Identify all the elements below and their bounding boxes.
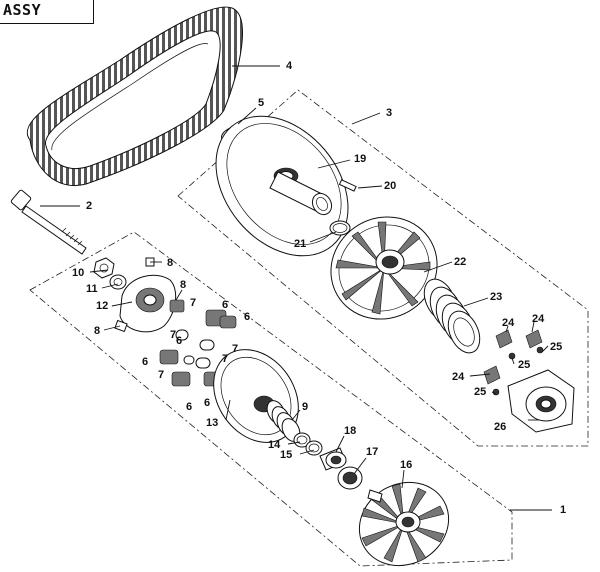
callout-6: 6 bbox=[176, 335, 182, 347]
leader-lines bbox=[40, 65, 552, 511]
callout-25: 25 bbox=[518, 359, 530, 371]
callout-18: 18 bbox=[344, 425, 356, 437]
ring-15 bbox=[305, 440, 323, 456]
bearing bbox=[337, 466, 363, 490]
callout-6: 6 bbox=[244, 311, 250, 323]
callout-7: 7 bbox=[170, 329, 176, 341]
callout-24: 24 bbox=[452, 371, 465, 383]
callout-9: 9 bbox=[302, 401, 308, 413]
bolt bbox=[10, 189, 87, 255]
callout-23: 23 bbox=[490, 291, 502, 303]
drive-fixed-sheave bbox=[358, 481, 450, 567]
title-box: ASSY bbox=[0, 0, 94, 24]
callout-19: 19 bbox=[354, 153, 366, 165]
callout-25: 25 bbox=[474, 386, 486, 398]
callout-13: 13 bbox=[206, 417, 218, 429]
rollers-and-weights bbox=[114, 257, 237, 387]
callout-21: 21 bbox=[294, 238, 306, 250]
callout-15: 15 bbox=[280, 449, 292, 461]
callout-3: 3 bbox=[386, 107, 392, 119]
callout-8: 8 bbox=[180, 279, 186, 291]
callout-22: 22 bbox=[454, 256, 466, 268]
primary-assembly-frame bbox=[29, 231, 513, 567]
callout-8: 8 bbox=[167, 257, 173, 269]
callout-labels: 1 2 3 4 5 6 6 6 6 6 6 7 7 7 7 7 8 8 8 9 … bbox=[72, 60, 566, 516]
callout-25: 25 bbox=[550, 341, 562, 353]
callout-26: 26 bbox=[494, 421, 506, 433]
callout-7: 7 bbox=[158, 369, 164, 381]
nut bbox=[93, 257, 115, 279]
callout-16: 16 bbox=[400, 459, 412, 471]
callout-6: 6 bbox=[204, 397, 210, 409]
key-pin bbox=[338, 179, 357, 192]
callout-7: 7 bbox=[232, 343, 238, 355]
secondary-assembly-frame bbox=[177, 89, 589, 447]
shaft-sleeve bbox=[269, 171, 333, 216]
callout-14: 14 bbox=[268, 439, 281, 451]
callout-7: 7 bbox=[190, 297, 196, 309]
callout-11: 11 bbox=[86, 283, 98, 295]
driven-moving-sheave bbox=[330, 216, 438, 320]
callout-24: 24 bbox=[532, 313, 545, 325]
drive-belt bbox=[26, 6, 243, 186]
callout-20: 20 bbox=[384, 180, 396, 192]
callout-5: 5 bbox=[258, 97, 264, 109]
callout-2: 2 bbox=[86, 200, 92, 212]
bearing-sleeve bbox=[319, 447, 347, 471]
callout-24: 24 bbox=[502, 317, 515, 329]
callout-17: 17 bbox=[366, 446, 378, 458]
callout-1: 1 bbox=[560, 504, 566, 516]
callout-4: 4 bbox=[286, 60, 293, 72]
callout-12: 12 bbox=[96, 300, 108, 312]
callout-6: 6 bbox=[186, 401, 192, 413]
ring-14 bbox=[293, 432, 311, 448]
callout-6: 6 bbox=[142, 356, 148, 368]
bracket-and-screws bbox=[483, 329, 544, 396]
callout-10: 10 bbox=[72, 267, 84, 279]
callout-7: 7 bbox=[222, 353, 228, 365]
callout-6: 6 bbox=[222, 299, 228, 311]
callout-8: 8 bbox=[94, 325, 100, 337]
spider-cover bbox=[119, 274, 177, 333]
primary-spring bbox=[266, 400, 301, 442]
washer bbox=[109, 274, 127, 290]
cam-housing bbox=[507, 369, 575, 433]
torque-spring bbox=[423, 278, 481, 354]
diagram-title: ASSY bbox=[3, 1, 42, 19]
